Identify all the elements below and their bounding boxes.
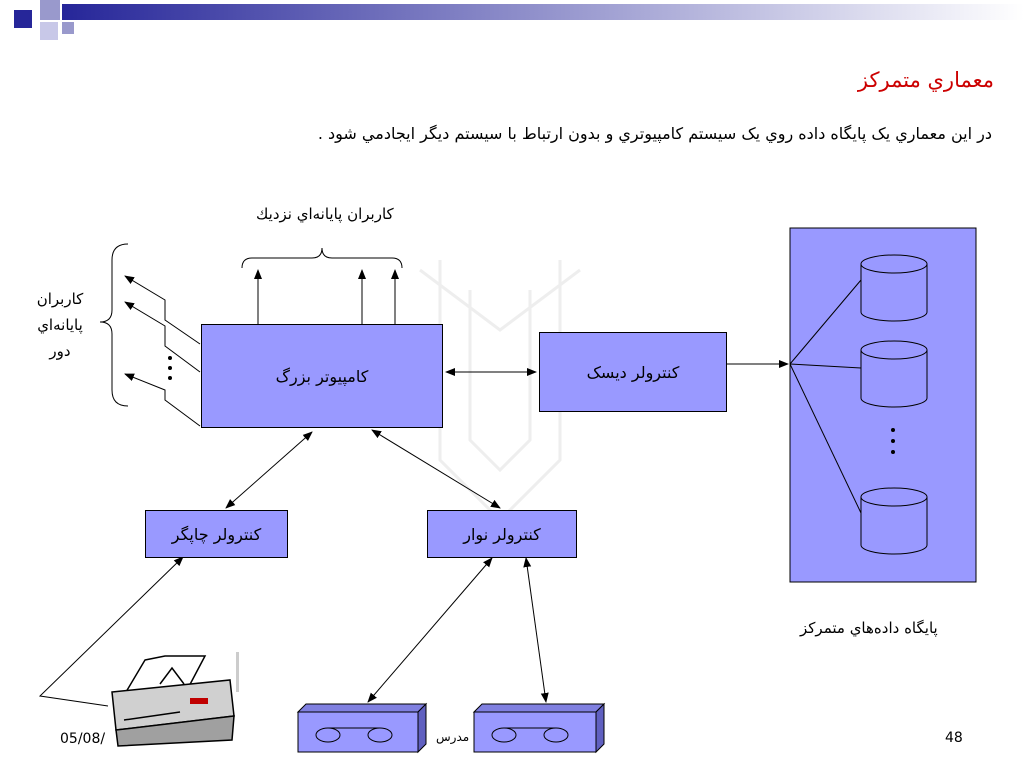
tape-drive-icon: [472, 702, 606, 754]
vertical-dots: [891, 428, 895, 454]
footer-author: مدرس: [436, 730, 470, 744]
remote-users-label: کاربران پايانه‌اي دور: [28, 286, 92, 364]
square-icon: [40, 0, 60, 20]
printer-icon: [111, 655, 235, 747]
slide-subtitle: در اين معماري يک پايگاه داده روي يک سيست…: [317, 124, 992, 143]
local-users-label: کاربران پايانه‌اي نزديك: [256, 205, 394, 223]
disk-controller-box: کنترولر ديسک: [539, 332, 727, 412]
database-cylinder-icon: [860, 487, 928, 555]
database-cylinder-icon: [860, 254, 928, 322]
footer-date: 05/08/: [60, 731, 106, 747]
tape-drive-icon: [296, 702, 428, 754]
remote-users-line: دور: [49, 342, 71, 360]
title-bar-decoration: [0, 0, 1024, 44]
central-database-label: پايگاه داده‌هاي متمركز: [800, 619, 938, 637]
slide-title: معماري متمركز: [857, 68, 994, 92]
square-icon: [40, 22, 58, 40]
gradient-bar: [14, 0, 1024, 40]
remote-users-line: پايانه‌اي: [37, 316, 83, 334]
tape-controller-box: کنترولر نوار: [427, 510, 577, 558]
database-cylinder-icon: [860, 340, 928, 408]
mainframe-box: کامپيوتر بزرگ: [201, 324, 443, 428]
vertical-dots: [168, 356, 172, 380]
printer-controller-box: کنترولر چاپگر: [145, 510, 288, 558]
square-icon: [14, 10, 32, 28]
page-number: 48: [945, 730, 963, 746]
square-icon: [62, 22, 74, 34]
remote-users-line: کاربران: [36, 290, 84, 308]
